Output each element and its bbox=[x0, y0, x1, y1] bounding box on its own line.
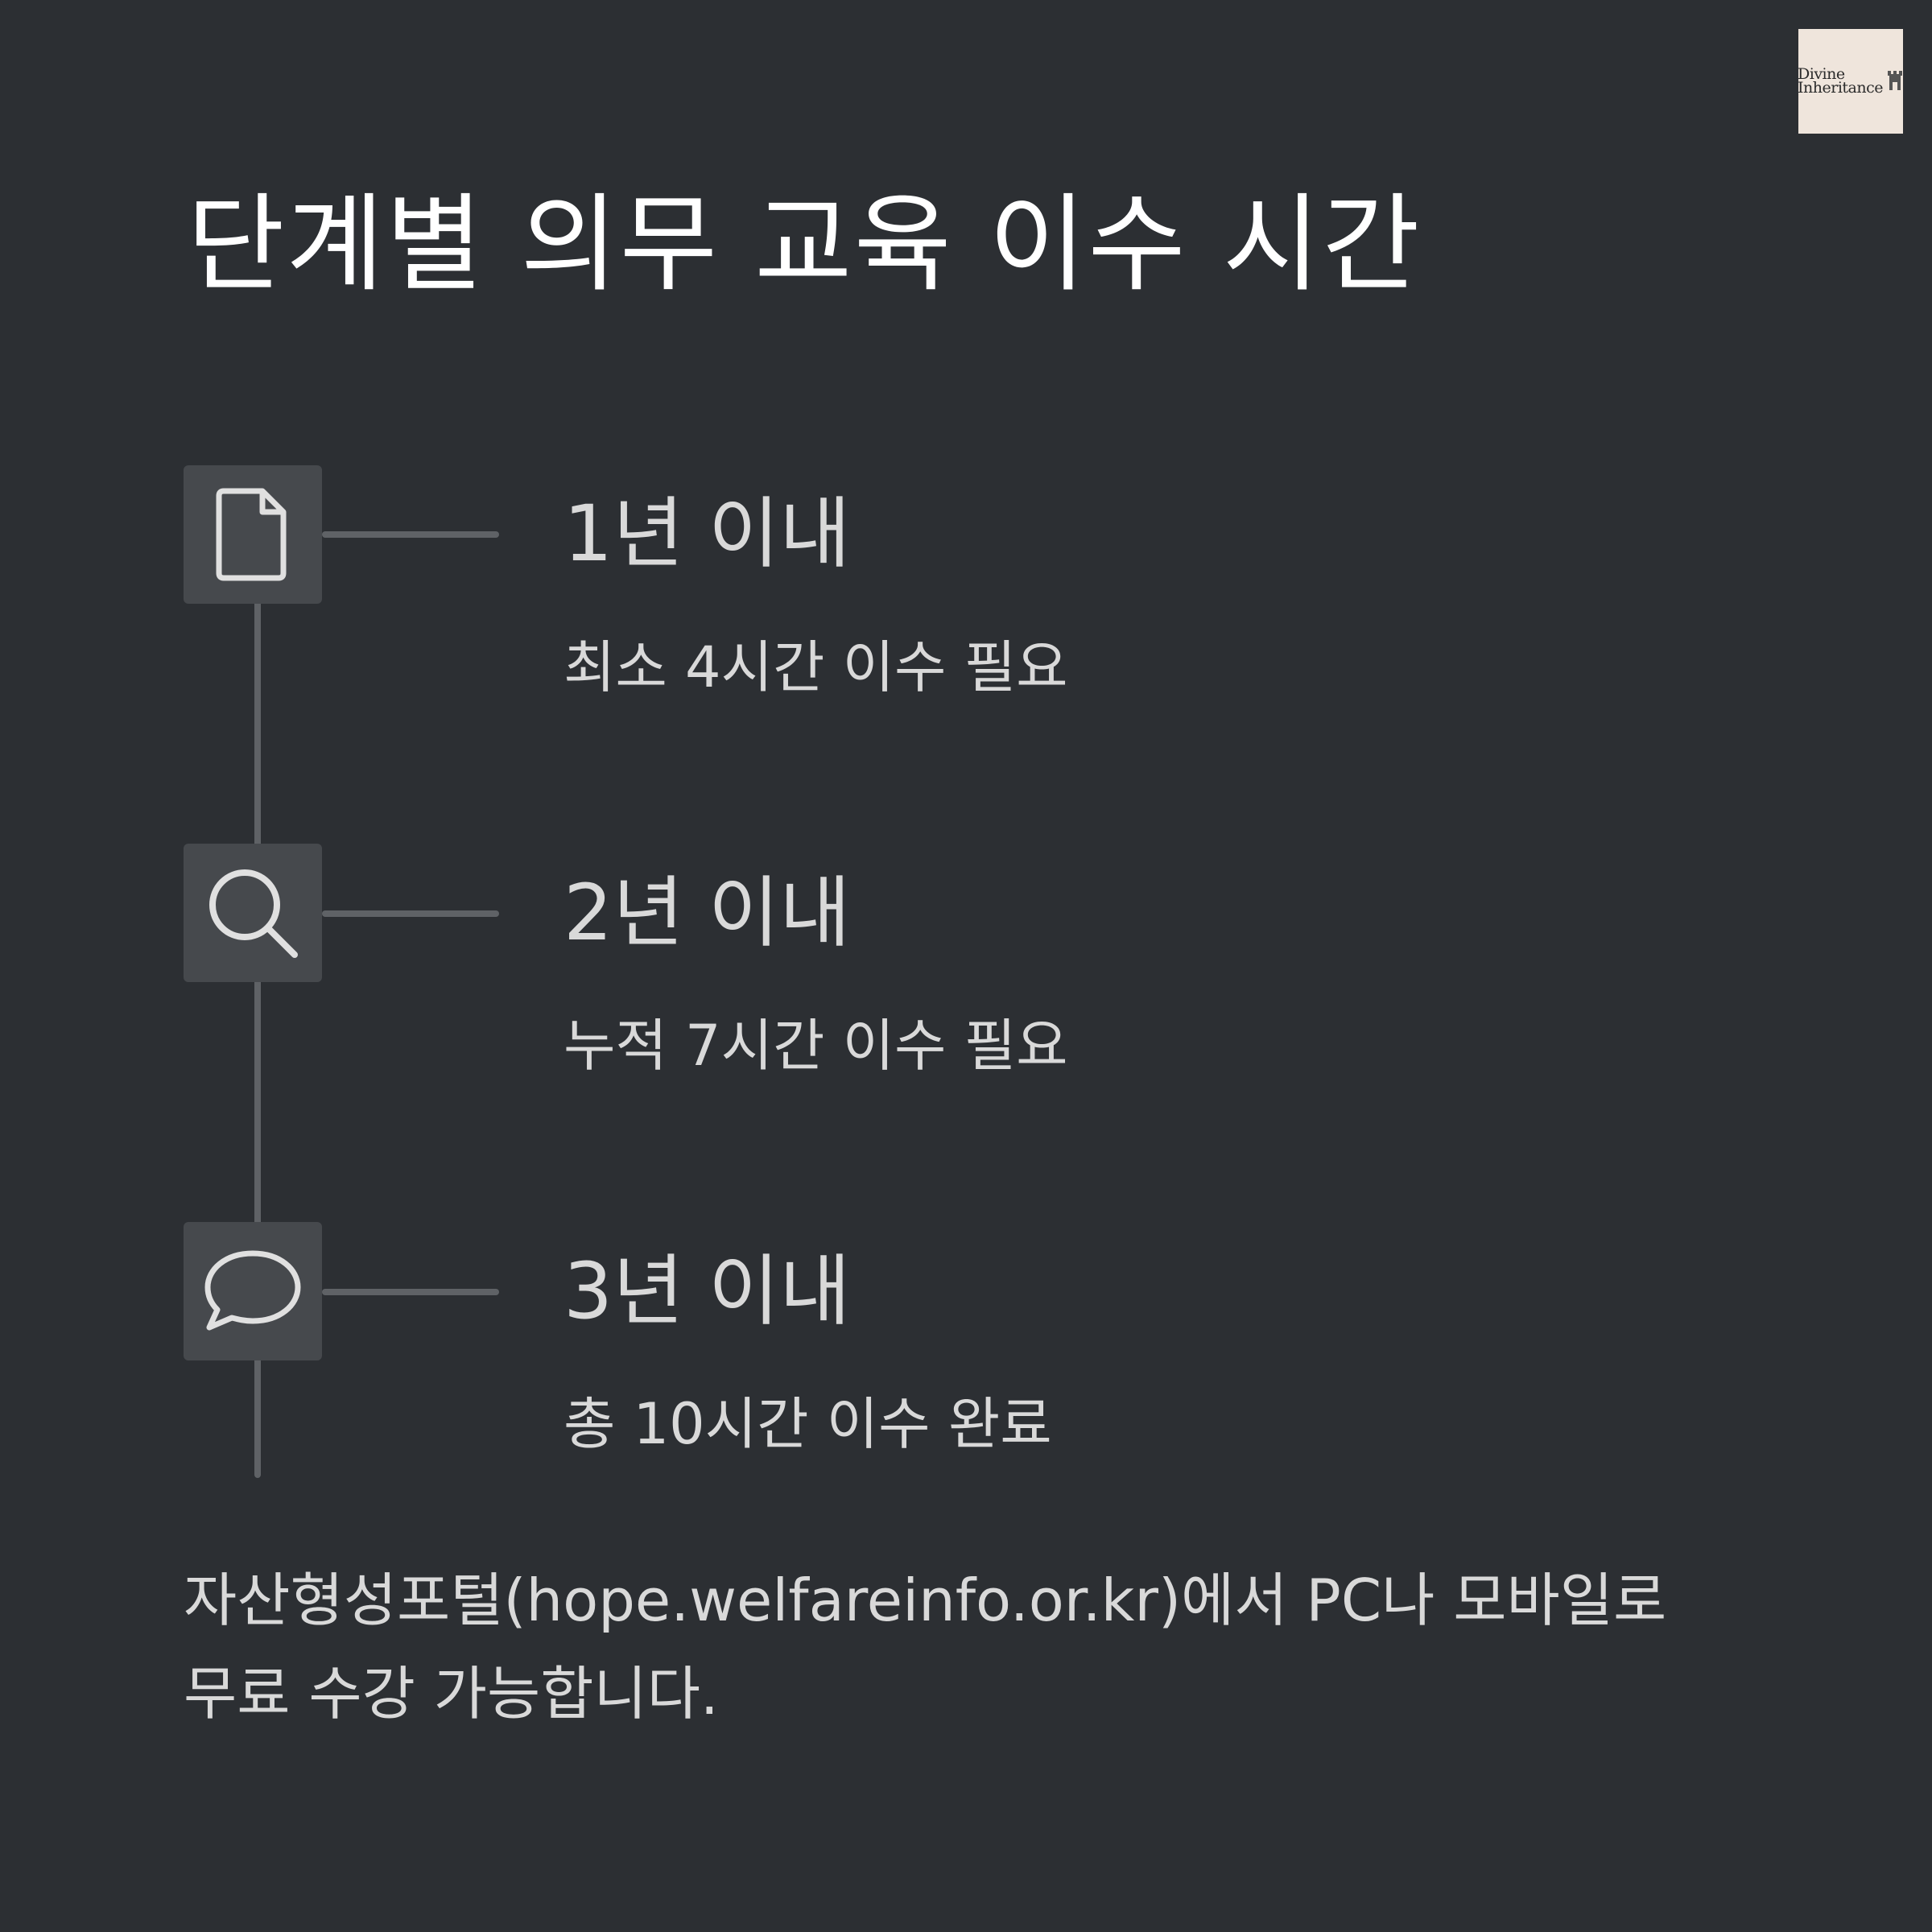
step-2-description: 누적 7시간 이수 필요 bbox=[564, 1013, 1068, 1079]
document-icon bbox=[216, 488, 287, 581]
speech-bubble-icon bbox=[204, 1250, 301, 1331]
tower-icon bbox=[1887, 71, 1902, 90]
step-2-connector bbox=[322, 910, 499, 917]
footer-note: 자산형성포털(hope.welfareinfo.or.kr)에서 PC나 모바일… bbox=[184, 1554, 1794, 1740]
step-1-icon-box bbox=[184, 465, 322, 604]
step-1-connector bbox=[322, 531, 499, 538]
logo-wordmark: Divine Inheritance bbox=[1798, 65, 1883, 97]
step-3-icon-box bbox=[184, 1222, 322, 1360]
step-2-title: 2년 이내 bbox=[564, 868, 851, 958]
step-1-title: 1년 이내 bbox=[564, 489, 851, 579]
step-1-description: 최소 4시간 이수 필요 bbox=[564, 634, 1068, 700]
step-2-icon-box bbox=[184, 844, 322, 982]
brand-logo: Divine Inheritance bbox=[1798, 29, 1903, 134]
timeline-line bbox=[254, 564, 261, 1478]
step-3-connector bbox=[322, 1289, 499, 1295]
step-3-title: 3년 이내 bbox=[564, 1246, 851, 1336]
footer-line-1: 자산형성포털(hope.welfareinfo.or.kr)에서 PC나 모바일… bbox=[184, 1567, 1667, 1634]
page-title: 단계별 의무 교육 이수 시간 bbox=[187, 183, 1422, 307]
step-3-description: 총 10시간 이수 완료 bbox=[564, 1391, 1052, 1457]
search-icon bbox=[209, 869, 298, 958]
footer-line-2: 무료 수강 가능합니다. bbox=[184, 1660, 719, 1728]
